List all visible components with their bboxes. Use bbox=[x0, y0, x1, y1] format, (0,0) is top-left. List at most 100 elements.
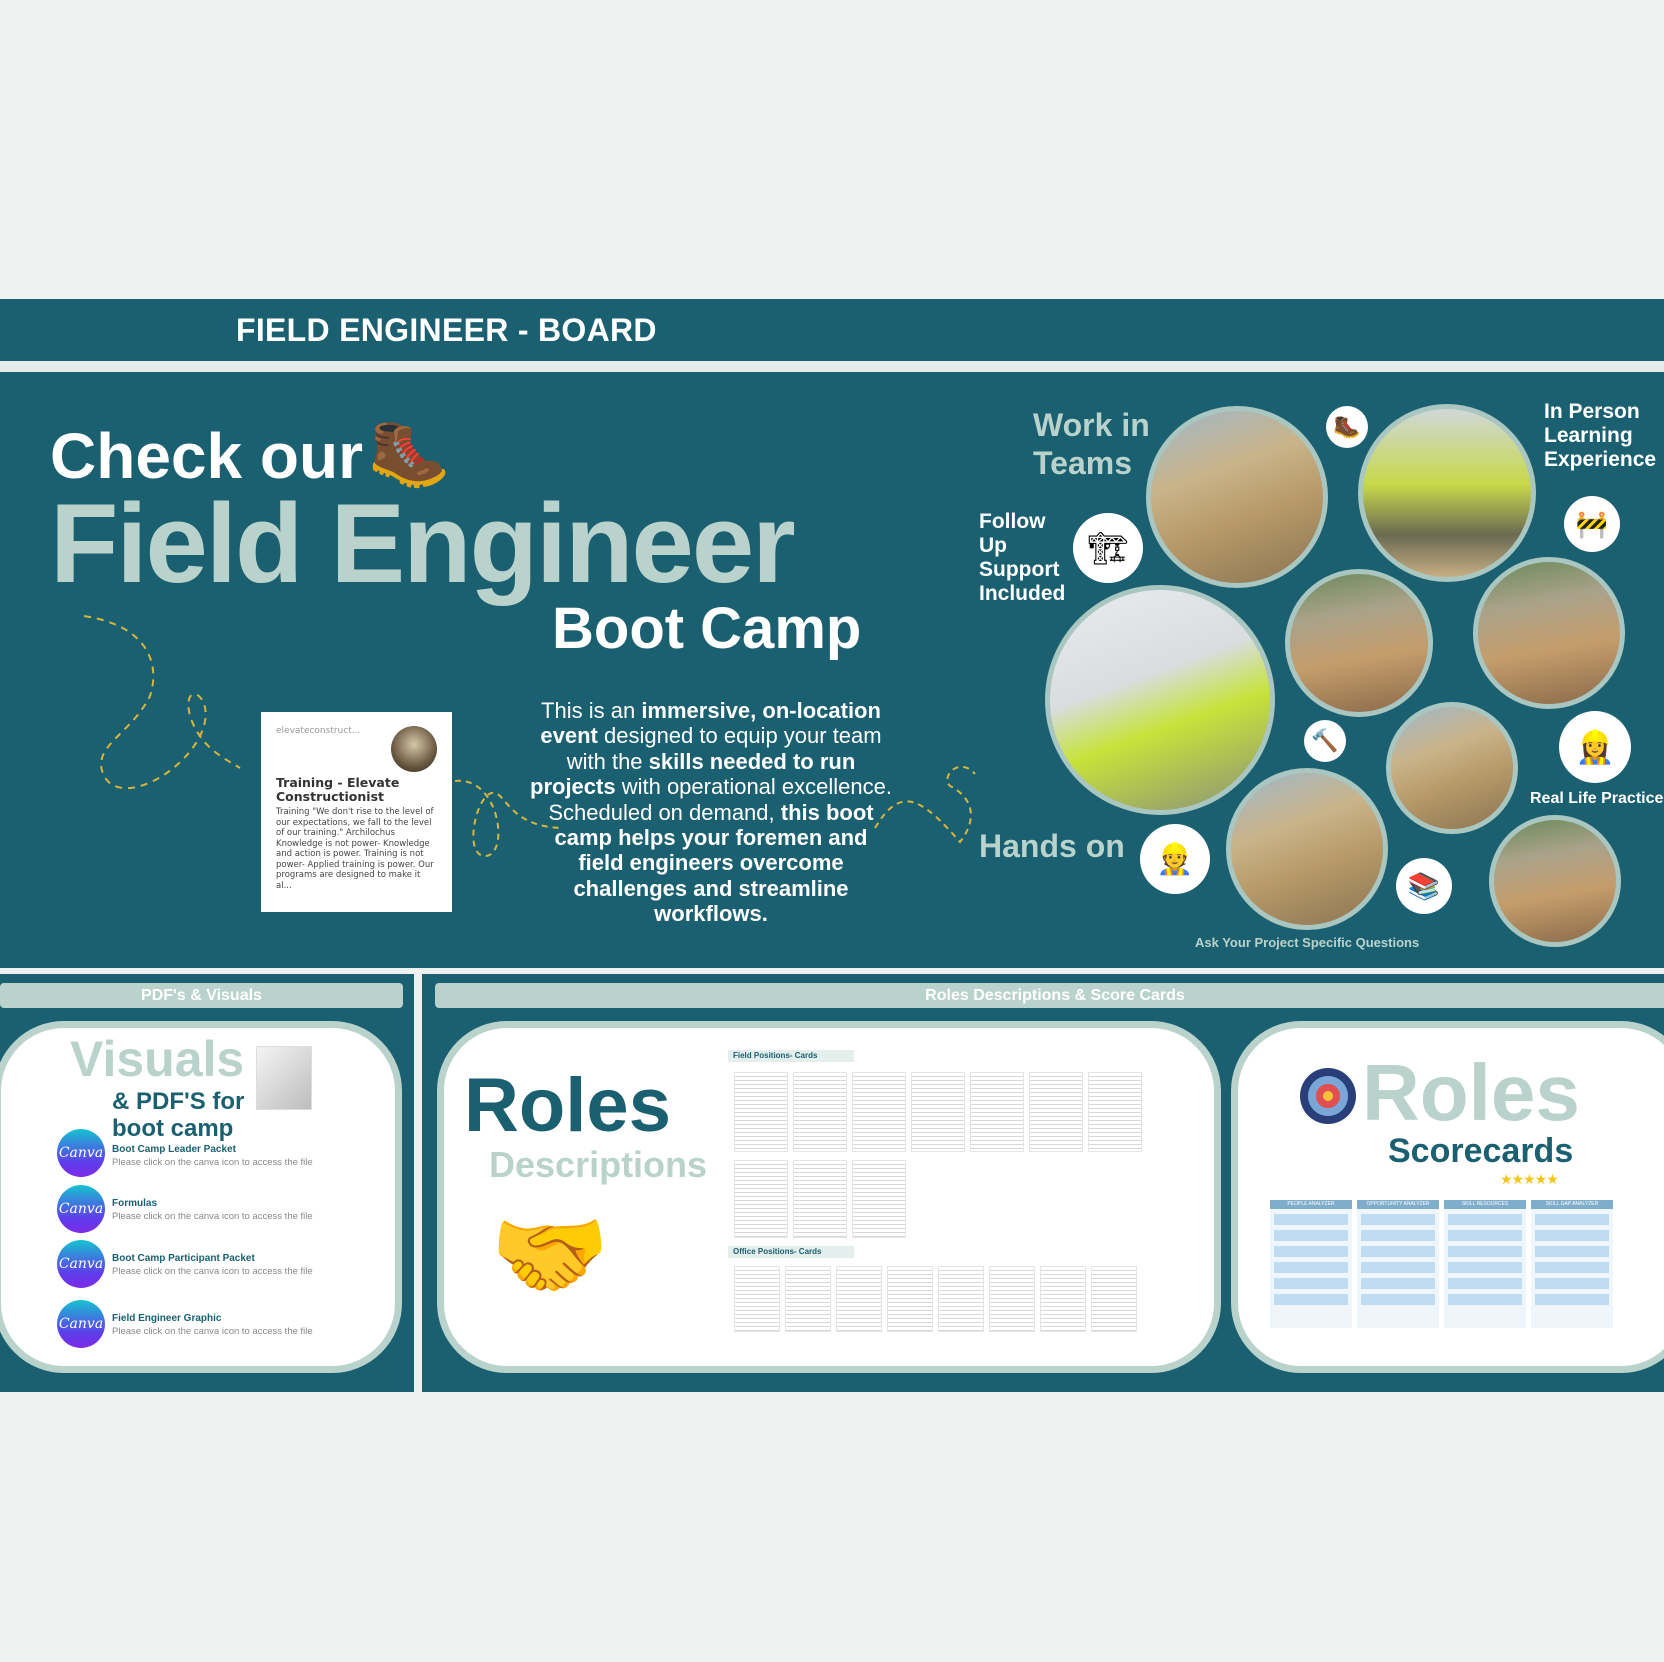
position-card-thumbnail[interactable] bbox=[1040, 1266, 1086, 1332]
position-card-thumbnail[interactable] bbox=[734, 1160, 788, 1238]
position-card-thumbnail[interactable] bbox=[785, 1266, 831, 1332]
barrier-icon: 🚧 bbox=[1564, 496, 1620, 552]
file-title[interactable]: Field Engineer Graphic bbox=[112, 1313, 222, 1324]
position-card-thumbnail[interactable] bbox=[989, 1266, 1035, 1332]
photo-engineer bbox=[1045, 585, 1275, 815]
file-title[interactable]: Boot Camp Participant Packet bbox=[112, 1253, 255, 1264]
photo-formwork bbox=[1386, 702, 1518, 834]
scorecards-subtitle: Scorecards bbox=[1388, 1132, 1574, 1170]
position-card-thumbnail[interactable] bbox=[887, 1266, 933, 1332]
field-positions-label: Field Positions- Cards bbox=[728, 1050, 854, 1062]
position-card-thumbnail[interactable] bbox=[1088, 1072, 1142, 1152]
sheet-row bbox=[1361, 1294, 1435, 1305]
file-hint: Please click on the canva icon to access… bbox=[112, 1157, 313, 1168]
sheet-row bbox=[1535, 1278, 1609, 1289]
hero-description: This is an immersive, on-location event … bbox=[530, 698, 892, 927]
position-card-thumbnail[interactable] bbox=[836, 1266, 882, 1332]
sheet-row bbox=[1274, 1230, 1348, 1241]
pdfs-subtitle-line1: & PDF'S for bbox=[112, 1088, 245, 1115]
board-header bbox=[0, 299, 1664, 361]
sheet-row bbox=[1535, 1230, 1609, 1241]
sheet-title: SKILL RESOURCES bbox=[1444, 1200, 1526, 1209]
photo-site bbox=[1489, 815, 1621, 947]
dashed-arrows-decoration bbox=[83, 615, 976, 858]
position-card-thumbnail[interactable] bbox=[1029, 1072, 1083, 1152]
label-in-person: In Person Learning Experience bbox=[1544, 400, 1657, 471]
sheet-row bbox=[1361, 1246, 1435, 1257]
worker-icon: 👷 bbox=[1140, 824, 1210, 894]
scorecard-sheet: OPPORTUNITY ANALYZER bbox=[1357, 1200, 1439, 1328]
hands-together-icon: 🤝 bbox=[490, 1202, 610, 1309]
sheet-row bbox=[1361, 1262, 1435, 1273]
office-positions-label: Office Positions- Cards bbox=[728, 1246, 854, 1258]
canva-icon[interactable]: Canva bbox=[57, 1240, 105, 1288]
training-link-card[interactable]: elevateconstruct... Training - Elevate C… bbox=[261, 712, 452, 912]
file-hint: Please click on the canva icon to access… bbox=[112, 1266, 313, 1277]
roles-header: Roles Descriptions & Score Cards bbox=[435, 983, 1664, 1008]
books-icon: 📚 bbox=[1396, 858, 1452, 914]
canva-icon[interactable]: Canva bbox=[57, 1185, 105, 1233]
scorecard-sheet: SKILL RESOURCES bbox=[1444, 1200, 1526, 1328]
description-run: skills needed to run projects bbox=[530, 748, 856, 800]
position-card-thumbnail[interactable] bbox=[793, 1160, 847, 1238]
sheet-row bbox=[1535, 1214, 1609, 1225]
canva-icon[interactable]: Canva bbox=[57, 1300, 105, 1348]
crane-icon: 🏗 bbox=[1073, 513, 1143, 583]
hero-line3: Boot Camp bbox=[552, 596, 862, 661]
pdfs-header: PDF's & Visuals bbox=[0, 983, 403, 1008]
description-run: immersive, on-location event bbox=[540, 698, 881, 749]
label-hands-on: Hands on bbox=[979, 828, 1125, 864]
description-run: designed to equip your team with the bbox=[566, 723, 882, 774]
canva-icon[interactable]: Canva bbox=[57, 1129, 105, 1177]
photo-mixer bbox=[1285, 569, 1433, 717]
sheet-row bbox=[1361, 1278, 1435, 1289]
position-card-thumbnail[interactable] bbox=[911, 1072, 965, 1152]
hammer-icon: 🔨 bbox=[1304, 720, 1346, 762]
card-source: elevateconstruct... bbox=[276, 726, 361, 736]
scorecards-title: Roles bbox=[1362, 1048, 1580, 1137]
label-follow-up: Follow Up Support Included bbox=[979, 510, 1066, 605]
position-card-thumbnail[interactable] bbox=[970, 1072, 1024, 1152]
sheet-row bbox=[1535, 1262, 1609, 1273]
card-body: Training "We don't rise to the level of … bbox=[276, 807, 434, 891]
rating-stars-icon: ★★★★★ bbox=[1500, 1171, 1559, 1187]
photo-desert bbox=[1473, 557, 1625, 709]
file-title[interactable]: Formulas bbox=[112, 1198, 158, 1209]
photo-in-person bbox=[1358, 404, 1536, 582]
scorecard-sheet: PEOPLE ANALYZER bbox=[1270, 1200, 1352, 1328]
sheet-row bbox=[1448, 1230, 1522, 1241]
statue-avatar bbox=[391, 726, 437, 772]
description-run: this boot camp helps your foremen and fi… bbox=[554, 799, 874, 927]
label-ask-questions: Ask Your Project Specific Questions bbox=[1195, 935, 1420, 950]
target-icon bbox=[1300, 1068, 1356, 1124]
woman-worker-icon: 👷‍♀️ bbox=[1559, 711, 1631, 783]
pdfs-subtitle-line2: boot camp bbox=[112, 1115, 234, 1142]
sheet-row bbox=[1535, 1294, 1609, 1305]
sheet-title: PEOPLE ANALYZER bbox=[1270, 1200, 1352, 1209]
sheet-row bbox=[1448, 1294, 1522, 1305]
sheet-row bbox=[1274, 1294, 1348, 1305]
sheet-row bbox=[1361, 1230, 1435, 1241]
position-card-thumbnail[interactable] bbox=[852, 1160, 906, 1238]
card-title: Training - Elevate Constructionist bbox=[276, 775, 400, 804]
sheet-row bbox=[1448, 1278, 1522, 1289]
sheet-row bbox=[1448, 1214, 1522, 1225]
file-title[interactable]: Boot Camp Leader Packet bbox=[112, 1144, 236, 1155]
position-card-thumbnail[interactable] bbox=[734, 1266, 780, 1332]
position-card-thumbnail[interactable] bbox=[938, 1266, 984, 1332]
sheet-row bbox=[1274, 1246, 1348, 1257]
sheet-title: OPPORTUNITY ANALYZER bbox=[1357, 1200, 1439, 1209]
roles-title: Roles bbox=[464, 1063, 671, 1148]
description-run: This is an bbox=[541, 698, 642, 723]
position-card-thumbnail[interactable] bbox=[1091, 1266, 1137, 1332]
position-card-thumbnail[interactable] bbox=[852, 1072, 906, 1152]
description-run: with operational excellence. Scheduled o… bbox=[548, 774, 892, 825]
position-card-thumbnail[interactable] bbox=[734, 1072, 788, 1152]
sheet-row bbox=[1361, 1214, 1435, 1225]
sheet-row bbox=[1448, 1246, 1522, 1257]
hiking-boot-icon: 🥾 bbox=[368, 415, 451, 489]
file-hint: Please click on the canva icon to access… bbox=[112, 1326, 313, 1337]
hero-line2: Field Engineer bbox=[50, 481, 796, 606]
position-card-thumbnail[interactable] bbox=[793, 1072, 847, 1152]
